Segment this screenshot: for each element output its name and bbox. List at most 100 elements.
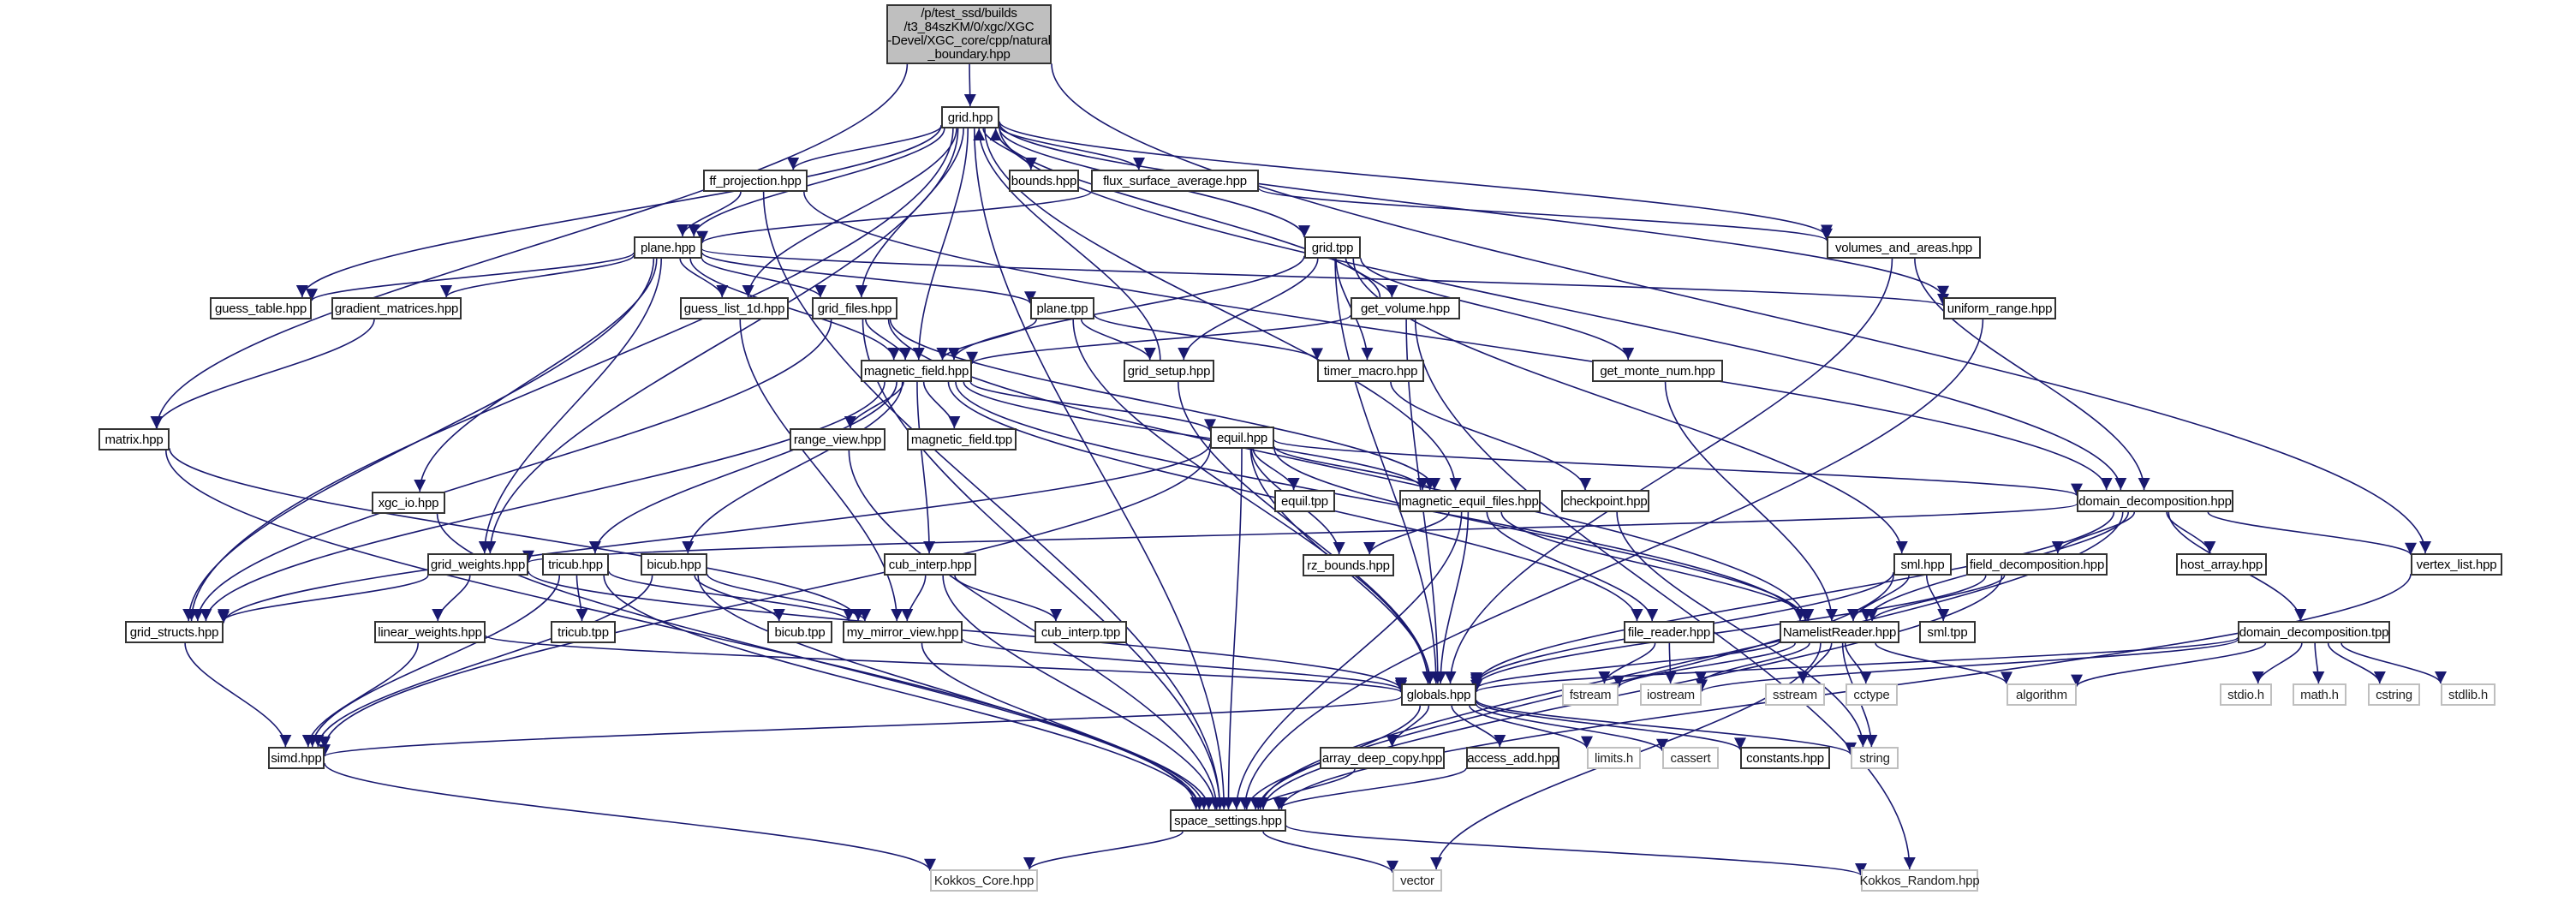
edge-equil_hpp-to-domain_decomposition_hpp [1273, 439, 2083, 497]
node-uniform-range-hpp[interactable]: uniform_range.hpp [1943, 297, 2056, 319]
node-equil-hpp[interactable]: equil.hpp [1210, 427, 1274, 449]
node-tricub-hpp[interactable]: tricub.hpp [542, 553, 609, 576]
node-gradient-matrices-hpp[interactable]: gradient_matrices.hpp [331, 297, 462, 319]
node-timer-macro-hpp[interactable]: timer_macro.hpp [1317, 360, 1424, 382]
edge-linear_weights-to-globals [485, 635, 1407, 694]
edge-domain_decomposition_tpp-to-iostream [1696, 638, 2239, 693]
edge-array_deep_copy-to-space_settings [1249, 768, 1356, 810]
edge-grid_hpp-to-grid_weights [484, 128, 959, 554]
edge-field_decomposition-to-globals [1470, 575, 1987, 687]
node-constants-hpp[interactable]: constants.hpp [1740, 747, 1830, 769]
node-grid-tpp[interactable]: grid.tpp [1304, 236, 1361, 259]
edge-plane_tpp-to-timer_macro [1094, 313, 1323, 361]
node-volumes-and-areas-hpp[interactable]: volumes_and_areas.hpp [1827, 236, 1981, 259]
edge-globals-to-array_deep_copy [1386, 705, 1430, 748]
edge-grid_setup-to-grid_hpp [973, 128, 1161, 361]
edge-grid_files-to-space_settings [862, 319, 1226, 810]
edge-guess_list_1d-to-my_mirror_view [739, 319, 903, 622]
node-guess-table-hpp[interactable]: guess_table.hpp [210, 297, 312, 319]
node-cub-interp-hpp[interactable]: cub_interp.hpp [884, 553, 976, 576]
node-matrix-hpp[interactable]: matrix.hpp [98, 428, 170, 450]
node-get-monte-num-hpp[interactable]: get_monte_num.hpp [1592, 360, 1723, 382]
node-space-settings-hpp[interactable]: space_settings.hpp [1170, 809, 1286, 832]
node-algorithm: algorithm [2007, 683, 2077, 706]
node-plane-hpp[interactable]: plane.hpp [634, 236, 702, 259]
node-grid-setup-hpp[interactable]: grid_setup.hpp [1124, 360, 1214, 382]
node-domain-decomposition-tpp[interactable]: domain_decomposition.tpp [2238, 621, 2390, 643]
node-kokkos-core-hpp: Kokkos_Core.hpp [930, 869, 1038, 892]
edge-timer_macro-to-checkpoint [1390, 381, 1591, 491]
edge-volumes_and_areas-to-globals [1444, 258, 1893, 684]
node-grid-weights-hpp[interactable]: grid_weights.hpp [427, 553, 528, 576]
node-ff-projection-hpp[interactable]: ff_projection.hpp [703, 170, 808, 192]
edge-globals-to-access_add [1451, 705, 1506, 748]
node-vertex-list-hpp[interactable]: vertex_list.hpp [2411, 553, 2502, 576]
edge-namelist_reader-to-sstream [1797, 642, 1833, 684]
node-globals-hpp[interactable]: globals.hpp [1401, 683, 1476, 706]
edge-root-to-vertex_list [1051, 63, 2431, 554]
node-cub-interp-tpp[interactable]: cub_interp.tpp [1035, 621, 1127, 643]
edge-grid_weights-to-linear_weights [432, 575, 471, 622]
edge-get_volume-to-grid_hpp [989, 128, 1381, 298]
node-grid-structs-hpp[interactable]: grid_structs.hpp [125, 621, 224, 643]
edge-grid_tpp-to-get_volume [1345, 258, 1398, 298]
node-field-decomposition-hpp[interactable]: field_decomposition.hpp [1966, 553, 2108, 576]
edge-equil_hpp-to-grid_structs [218, 443, 1211, 624]
node-flux-surface-average-hpp[interactable]: flux_surface_average.hpp [1091, 170, 1259, 192]
edge-magnetic_field_hpp-to-equil_hpp [969, 381, 1216, 432]
node-grid-hpp[interactable]: grid.hpp [941, 106, 999, 128]
node-domain-decomposition-hpp[interactable]: domain_decomposition.hpp [2077, 490, 2233, 512]
node-host-array-hpp[interactable]: host_array.hpp [2176, 553, 2267, 576]
node-checkpoint-hpp[interactable]: checkpoint.hpp [1561, 490, 1649, 512]
edge-grid_hpp-to-space_settings [973, 128, 1231, 810]
edge-domain_decomposition_hpp-to-field_decomposition [2051, 511, 2136, 554]
edge-domain_decomposition_hpp-to-host_array [2166, 511, 2216, 554]
node-linear-weights-hpp[interactable]: linear_weights.hpp [374, 621, 486, 643]
node-xgc-io-hpp[interactable]: xgc_io.hpp [372, 492, 445, 514]
edge-tricub_hpp-to-simd [306, 575, 561, 748]
node-plane-tpp[interactable]: plane.tpp [1030, 297, 1094, 319]
edge-linear_weights-to-simd [301, 642, 420, 748]
node-magnetic-field-tpp[interactable]: magnetic_field.tpp [907, 428, 1017, 450]
node-tricub-tpp[interactable]: tricub.tpp [551, 621, 616, 643]
edge-namelist_reader-to-iostream [1695, 642, 1810, 684]
node-rz-bounds-hpp[interactable]: rz_bounds.hpp [1303, 554, 1394, 576]
node-range-view-hpp[interactable]: range_view.hpp [790, 428, 886, 450]
node-stdio-h: stdio.h [2220, 683, 2272, 706]
edge-magnetic_field_hpp-to-namelist_reader [955, 381, 1806, 622]
node-bicub-tpp[interactable]: bicub.tpp [767, 621, 832, 643]
edge-simd-to-kokkos_core [324, 762, 936, 872]
edge-my_mirror_view-to-space_settings [921, 642, 1215, 810]
node-magnetic-equil-files-hpp[interactable]: magnetic_equil_files.hpp [1399, 490, 1541, 512]
edge-my_mirror_view-to-globals [962, 638, 1407, 691]
edge-grid_hpp-to-guess_table [295, 125, 942, 298]
edge-magnetic_field_hpp-to-magnetic_field_tpp [922, 381, 961, 429]
node-guess-list-1d-hpp[interactable]: guess_list_1d.hpp [680, 297, 789, 319]
edge-grid_hpp-to-grid_structs [185, 128, 954, 622]
edge-tricub_hpp-to-space_settings [603, 575, 1206, 810]
node-my-mirror-view-hpp[interactable]: my_mirror_view.hpp [843, 621, 963, 643]
node-get-volume-hpp[interactable]: get_volume.hpp [1351, 297, 1460, 319]
node-sml-tpp[interactable]: sml.tpp [1919, 621, 1976, 643]
node-simd-hpp[interactable]: simd.hpp [268, 747, 325, 769]
node-file-reader-hpp[interactable]: file_reader.hpp [1624, 621, 1714, 643]
node-equil-tpp[interactable]: equil.tpp [1274, 490, 1335, 512]
node-bicub-hpp[interactable]: bicub.hpp [641, 553, 707, 576]
node-access-add-hpp[interactable]: access_add.hpp [1466, 747, 1559, 769]
edge-grid_tpp-to-grid_setup [1178, 258, 1319, 361]
node-magnetic-field-hpp[interactable]: magnetic_field.hpp [861, 360, 972, 382]
node-sml-hpp[interactable]: sml.hpp [1893, 553, 1952, 576]
node-array-deep-copy-hpp[interactable]: array_deep_copy.hpp [1320, 747, 1445, 769]
node-namelist-reader-hpp[interactable]: NamelistReader.hpp [1780, 621, 1899, 643]
edge-magnetic_equil_files-to-space_settings [1230, 511, 1463, 810]
edge-range_view-to-space_settings [848, 450, 1223, 810]
node-string: string [1851, 747, 1899, 769]
node-grid-files-hpp[interactable]: grid_files.hpp [812, 297, 897, 319]
node-bounds-hpp[interactable]: bounds.hpp [1009, 170, 1079, 192]
edge-plane_hpp-to-grid_weights [478, 258, 662, 554]
edge-cub_interp_hpp-to-my_mirror_view [901, 575, 927, 622]
edge-get_volume-to-magnetic_field_hpp [966, 314, 1351, 365]
edge-grid_tpp-to-get_monte_num [1360, 258, 1635, 361]
edge-namelist_reader-to-fstream [1613, 642, 1796, 689]
